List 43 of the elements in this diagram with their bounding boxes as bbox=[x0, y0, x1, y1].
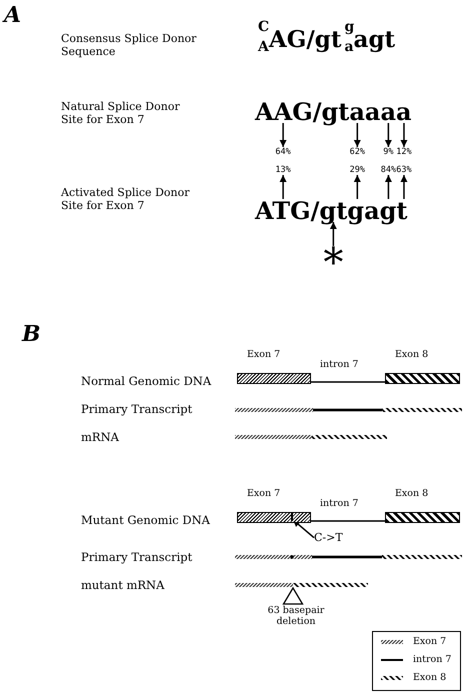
deletion-label: 63 basepair deletion bbox=[267, 606, 325, 628]
row-label: Normal Genomic DNA bbox=[81, 375, 212, 388]
intron-line bbox=[311, 520, 385, 522]
percentage-label: 62% bbox=[350, 147, 365, 157]
arrow bbox=[280, 123, 287, 147]
intron-line bbox=[311, 381, 385, 383]
percentage-label: 64% bbox=[275, 147, 291, 157]
sequence-text: AAG/gtaaaa bbox=[255, 100, 412, 123]
percentage-label: 12% bbox=[396, 147, 412, 157]
percentage-label: 84% bbox=[380, 165, 396, 175]
mutation-label: C->T bbox=[314, 532, 343, 545]
percentage-label: 13% bbox=[275, 165, 291, 175]
row-label: Primary Transcript bbox=[81, 551, 192, 564]
arrow bbox=[354, 175, 361, 199]
arrow bbox=[354, 123, 361, 147]
row-label: Mutant Genomic DNA bbox=[81, 514, 210, 528]
arrow bbox=[280, 175, 287, 199]
percentage-label: 29% bbox=[350, 165, 365, 175]
exon-label: Exon 7 bbox=[247, 488, 280, 500]
legend-label: intron 7 bbox=[413, 653, 452, 667]
exon-label: Exon 7 bbox=[247, 350, 280, 360]
exon-label: Exon 8 bbox=[395, 488, 428, 500]
mutation-site-mark bbox=[291, 512, 293, 522]
row-label: mutant mRNA bbox=[81, 579, 164, 592]
arrow bbox=[384, 123, 392, 147]
legend-label: Exon 8 bbox=[413, 671, 446, 685]
percentage-label: 9% bbox=[383, 147, 394, 157]
row-label: mRNA bbox=[81, 431, 119, 444]
arrow bbox=[400, 175, 408, 199]
arrow bbox=[384, 175, 392, 199]
panel-label: A bbox=[4, 3, 22, 28]
row-label: Activated Splice Donor Site for Exon 7 bbox=[61, 187, 190, 212]
row-label: Natural Splice Donor Site for Exon 7 bbox=[61, 101, 181, 126]
exon-label: Exon 8 bbox=[395, 350, 428, 360]
asterisk: * bbox=[323, 246, 344, 265]
sequence-text: ATG/gtgagt bbox=[255, 199, 408, 222]
percentage-label: 63% bbox=[396, 165, 412, 175]
panel-label: B bbox=[22, 322, 41, 348]
arrow bbox=[400, 123, 408, 147]
legend-label: Exon 7 bbox=[413, 635, 446, 649]
row-label: Primary Transcript bbox=[81, 403, 192, 416]
row-label: Consensus Splice Donor Sequence bbox=[61, 33, 198, 58]
arrow bbox=[330, 222, 337, 246]
